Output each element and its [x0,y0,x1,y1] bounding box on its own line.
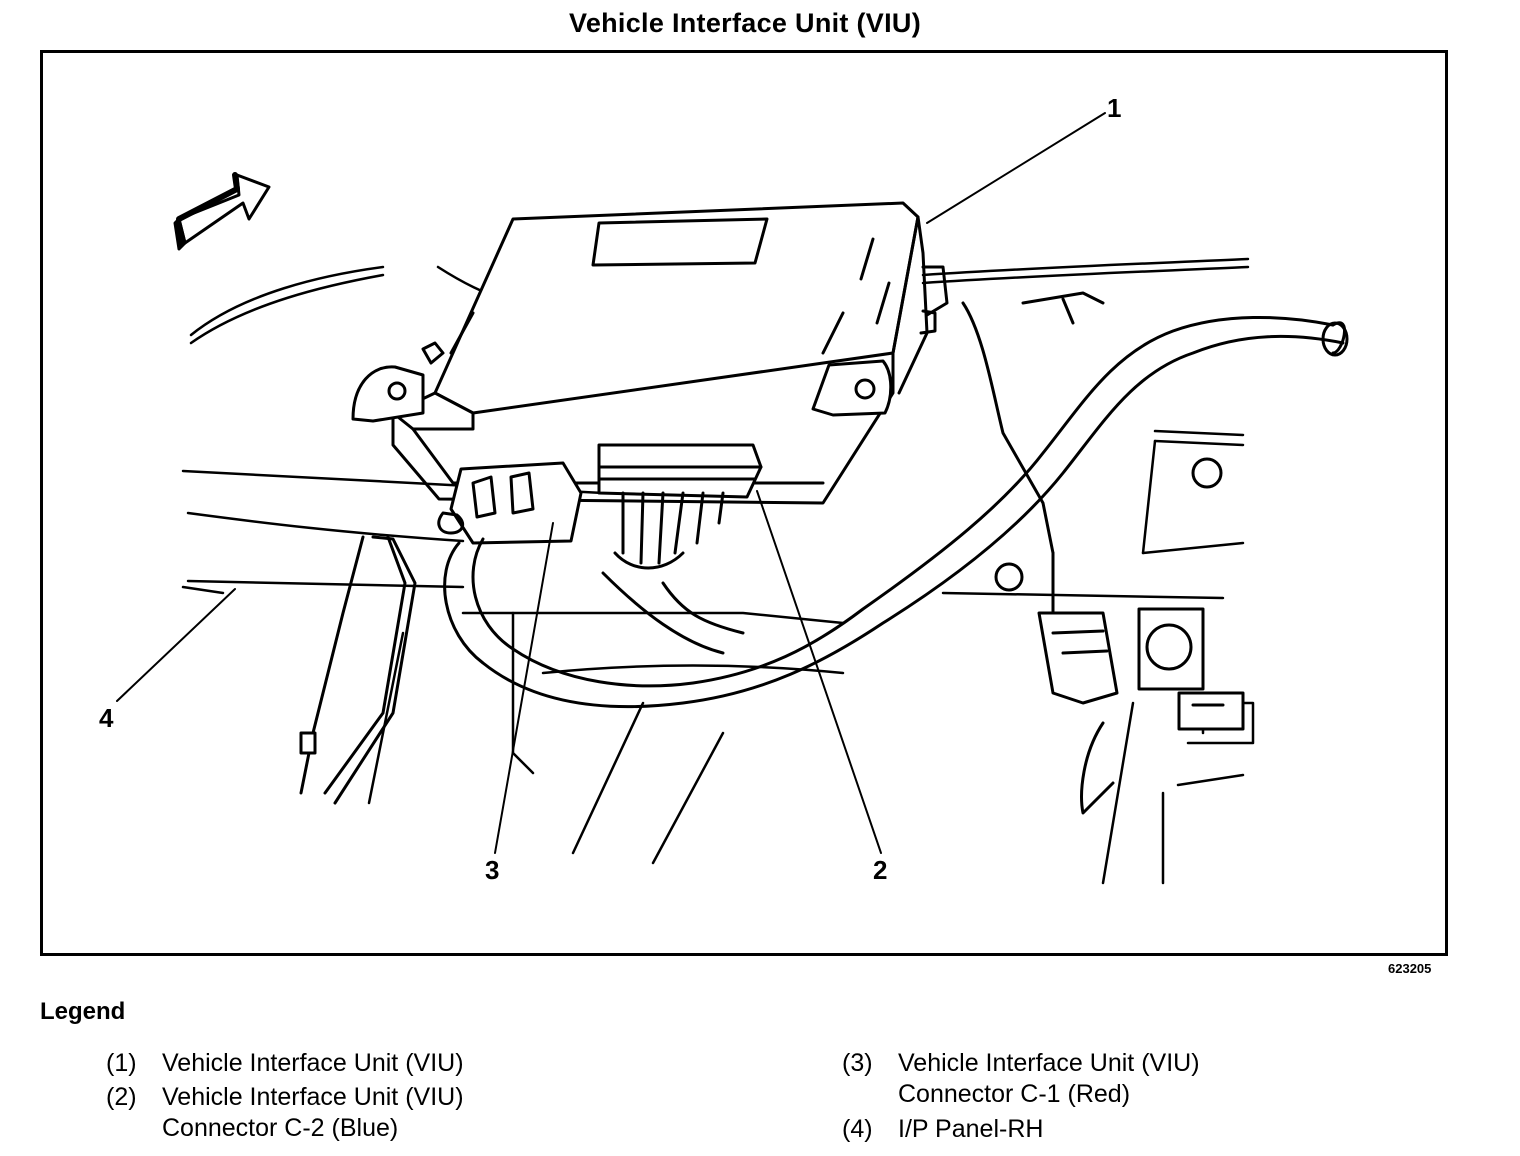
legend-item-text-line2: Connector C-2 (Blue) [162,1114,399,1142]
callout-4: 4 [99,703,114,733]
callout-3: 3 [485,855,499,885]
wire-harness [443,291,1349,709]
leader-4 [116,588,236,702]
diagram-title: Vehicle Interface Unit (VIU) [569,8,921,38]
legend-item-number: (1) [106,1049,137,1077]
leader-2 [756,490,882,854]
connector-c2 [597,443,763,570]
callout-1: 1 [1107,93,1121,123]
viu-module [351,201,949,505]
lower-right-bracket [1080,691,1245,815]
viu-illustration: 1 2 3 4 [99,93,1349,885]
legend-item-text: I/P Panel-RH [898,1115,1044,1143]
panel-background-lines [181,257,1255,885]
legend-item-number: (2) [106,1083,137,1111]
leader-3 [494,522,554,854]
legend-item-text: Vehicle Interface Unit (VIU) [898,1049,1200,1077]
illustration-frame: 1 2 3 4 [40,50,1448,956]
callout-2: 2 [873,855,887,885]
legend-item-text-line2: Connector C-1 (Red) [898,1080,1131,1108]
leader-1 [926,112,1106,224]
pigtail-connector [1037,611,1119,705]
figure-number: 623205 [1388,961,1432,976]
legend-item-text: Vehicle Interface Unit (VIU) [162,1083,464,1111]
forward-arrow-icon [173,172,271,251]
ip-panel-rh [299,535,417,805]
legend-item-text: Vehicle Interface Unit (VIU) [162,1049,464,1077]
legend-item-number: (3) [842,1049,873,1077]
mounting-bolts [994,457,1223,691]
connector-c1 [437,461,583,545]
legend-item-number: (4) [842,1115,873,1143]
leader-lines [116,112,1106,854]
legend-heading: Legend [40,998,126,1025]
